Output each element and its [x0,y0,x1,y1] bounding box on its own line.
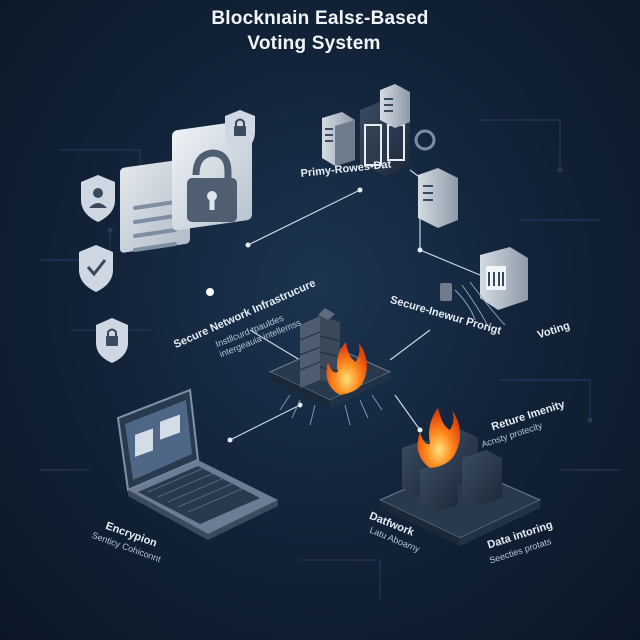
shield-lock-icon [225,110,255,153]
server-block [420,462,458,512]
laptop-icon [116,388,278,540]
fire-icon [326,342,367,395]
server-icon [380,84,410,128]
connection-dots [227,187,423,443]
shield-padlock-icon [96,318,128,363]
gear-icon [414,129,436,151]
server-block [462,450,502,506]
server-cluster [322,84,458,228]
shield-check-icon [79,245,113,292]
voting-machine-icon [440,247,528,331]
data-center-icon [378,430,542,546]
fire-icon [417,408,461,468]
server-icon [322,112,355,166]
connection-lines [229,169,481,441]
padlock-icon [187,149,237,222]
server-icon [418,168,458,228]
shield-user-icon [81,175,115,222]
diagram-title-line2: Voting System [247,33,381,54]
diagram-title-line1: Blocknıain Ealsε-Based [211,8,429,29]
